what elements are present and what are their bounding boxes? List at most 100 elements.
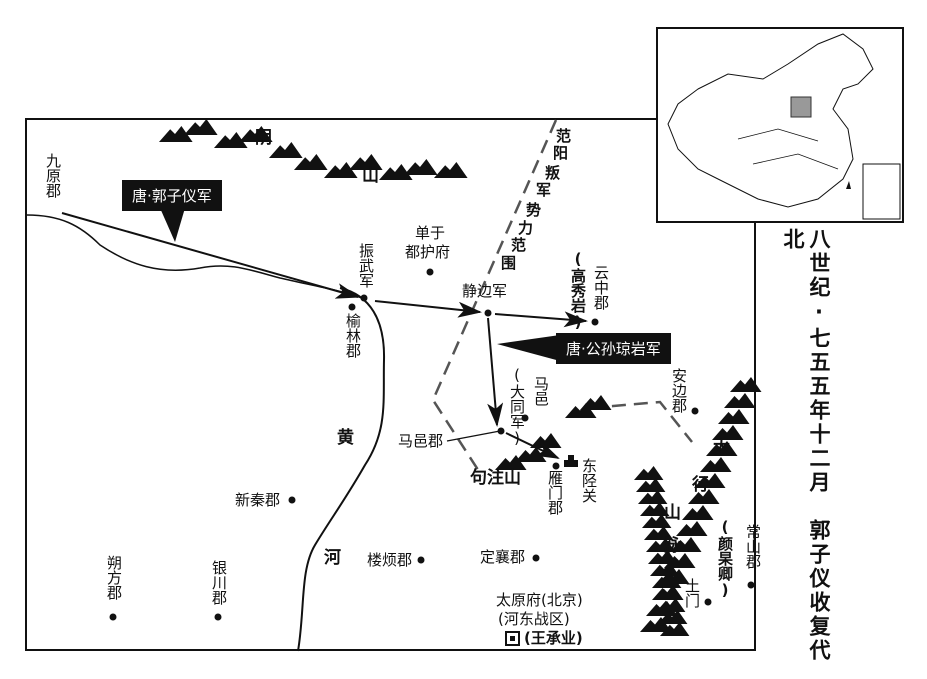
commander-gaoxiuyan: (高秀岩) bbox=[569, 250, 587, 331]
mountain-peak bbox=[724, 393, 756, 408]
place-dot bbox=[426, 268, 434, 276]
mountain-peak bbox=[676, 521, 708, 536]
rebel-zone-char: 范 bbox=[556, 127, 572, 145]
route-arrow bbox=[494, 311, 588, 328]
mountain-peak bbox=[706, 441, 738, 456]
leader-line bbox=[446, 430, 501, 442]
place-yinchuan: 银川郡 bbox=[210, 560, 228, 605]
river-label: 黄 bbox=[337, 428, 354, 448]
place-zhenwu: 振武军 bbox=[357, 243, 375, 288]
mountain-peak bbox=[638, 490, 668, 504]
capital-icon bbox=[505, 631, 520, 646]
rebel-boundary-east bbox=[589, 400, 693, 443]
mountain-peak bbox=[640, 502, 670, 516]
commander-wangchengye-text: (王承业) bbox=[524, 629, 583, 647]
mountain-label-gouzhu: 句注山 bbox=[470, 468, 521, 488]
mountain-peak bbox=[239, 126, 273, 142]
mountain-peak bbox=[644, 526, 674, 540]
place-yulin: 榆林郡 bbox=[344, 313, 362, 358]
army-label-gongsun: 唐·公孙琼岩军 bbox=[556, 333, 671, 364]
mountain-peak bbox=[294, 154, 328, 170]
mountain-peak bbox=[730, 377, 762, 392]
mountain-peak bbox=[184, 119, 218, 135]
place-datong: (大同军) bbox=[508, 366, 526, 447]
rebel-zone-char: 军 bbox=[536, 181, 552, 199]
locator-inset bbox=[656, 27, 904, 223]
place-shanyu-2: 都护府 bbox=[405, 243, 451, 261]
mountain-peak bbox=[658, 569, 690, 584]
place-dot bbox=[591, 318, 599, 326]
mountain-peak bbox=[712, 425, 744, 440]
mountain-label: 山 bbox=[362, 166, 379, 186]
route-arrow bbox=[374, 300, 482, 318]
mountain-peak bbox=[664, 553, 696, 568]
mountain-peak bbox=[379, 164, 413, 180]
rebel-zone-char: 围 bbox=[501, 254, 517, 272]
highlight-region bbox=[790, 96, 812, 118]
place-jingbian: 静边军 bbox=[462, 282, 508, 300]
place-changshan: 常山郡 bbox=[744, 524, 762, 569]
map-title: 八世纪·七五五年十二月 郭子仪收复代北 bbox=[781, 228, 831, 663]
place-dingxiang: 定襄郡 bbox=[480, 548, 526, 566]
mountain-peak bbox=[434, 162, 468, 178]
mountain-label: 行 bbox=[692, 475, 709, 495]
place-dot bbox=[288, 496, 296, 504]
mountain-peak bbox=[718, 409, 750, 424]
place-dot bbox=[348, 303, 356, 311]
mountain-label: 脉 bbox=[664, 536, 681, 556]
place-hedong: (河东战区) bbox=[498, 610, 570, 628]
place-yunzhong: 云中郡 bbox=[592, 265, 610, 310]
mountain-label: 山 bbox=[664, 503, 681, 523]
place-dot bbox=[747, 581, 755, 589]
mountain-peak bbox=[642, 514, 672, 528]
mountain-peak bbox=[656, 598, 686, 612]
mountain-peak bbox=[648, 550, 678, 564]
army-label-guo-ziyi: 唐·郭子仪军 bbox=[122, 180, 222, 211]
place-dot bbox=[417, 556, 425, 564]
place-mayi: 马邑 bbox=[532, 376, 550, 406]
commander-yangaoqing: (颜杲卿) bbox=[716, 518, 734, 599]
yellow-river bbox=[297, 287, 386, 652]
mountain-peak bbox=[580, 395, 612, 410]
fort-icon bbox=[564, 455, 578, 467]
place-dot bbox=[109, 613, 117, 621]
place-yanmen: 雁门郡 bbox=[546, 470, 564, 515]
mountain-peak bbox=[688, 489, 720, 504]
place-dot bbox=[691, 407, 699, 415]
route-arrow bbox=[505, 432, 560, 459]
mountain-peak bbox=[324, 162, 358, 178]
rebel-zone-char: 力 bbox=[518, 219, 534, 237]
rebel-zone-char: 阳 bbox=[553, 144, 569, 162]
place-dot bbox=[497, 427, 505, 435]
place-xinqin: 新秦郡 bbox=[235, 491, 281, 509]
mountain-peak bbox=[349, 154, 383, 170]
mountain-peak bbox=[159, 126, 193, 142]
mountain-peak bbox=[682, 505, 714, 520]
mountain-peak bbox=[670, 537, 702, 552]
mountain-peak bbox=[404, 159, 438, 175]
mountain-peak bbox=[650, 562, 680, 576]
rebel-boundary bbox=[431, 119, 558, 477]
guo-pointer bbox=[160, 208, 185, 242]
mountain-ranges bbox=[159, 119, 762, 636]
place-tumen: 土门 bbox=[683, 578, 701, 608]
place-mayi-jun: 马邑郡 bbox=[398, 432, 444, 450]
place-anbian: 安边郡 bbox=[670, 368, 688, 413]
rebel-zone-char: 势 bbox=[526, 201, 542, 219]
mountain-peak bbox=[652, 574, 682, 588]
mountain-label: 阴 bbox=[255, 128, 272, 148]
mountain-peak bbox=[658, 610, 688, 624]
mountain-peak bbox=[654, 586, 684, 600]
mountain-peak bbox=[515, 447, 547, 462]
place-dot bbox=[704, 598, 712, 606]
place-shuofang: 朔方郡 bbox=[105, 555, 123, 600]
place-jiuyuan: 九原郡 bbox=[44, 153, 62, 198]
border-line bbox=[26, 214, 363, 299]
river-label: 河 bbox=[324, 548, 341, 568]
mountain-peak bbox=[646, 538, 676, 552]
mountain-peak bbox=[214, 132, 248, 148]
route-arrow bbox=[61, 212, 360, 299]
place-shanyu-1: 单于 bbox=[415, 224, 446, 242]
